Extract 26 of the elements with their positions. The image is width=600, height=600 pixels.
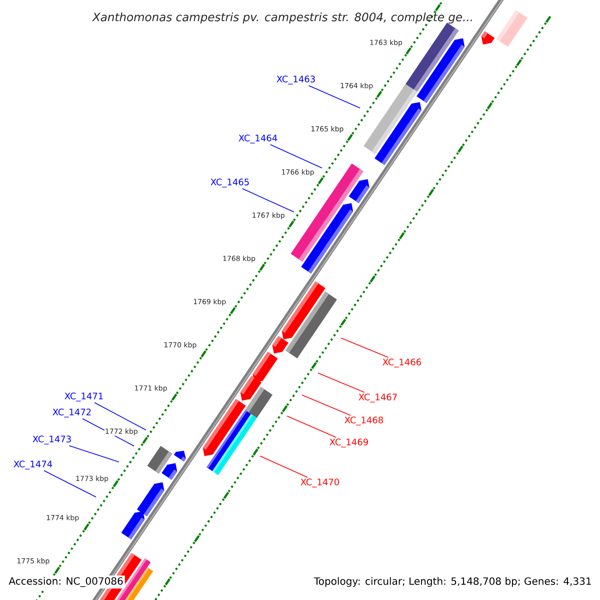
gene-label: XC_1466 xyxy=(382,358,422,368)
genome-info-text: Topology: circular; Length: 5,148,708 bp; Genes: 4,331 xyxy=(314,577,591,587)
leader-line xyxy=(318,372,365,393)
gene-label: XC_1474 xyxy=(14,460,52,470)
accession-text: Accession: NC_007086 xyxy=(7,576,125,588)
leader-line xyxy=(242,188,294,212)
gene-label: XC_1473 xyxy=(32,436,71,444)
leader-line xyxy=(340,338,389,358)
leader-line xyxy=(68,445,120,462)
gene-label: XC_1464 xyxy=(238,134,278,144)
gene-label: XC_1469 xyxy=(330,438,368,448)
leader-line xyxy=(270,144,322,168)
leader-line xyxy=(44,470,96,498)
leader-line xyxy=(260,456,308,478)
leader-line xyxy=(286,416,337,438)
gene-label: XC_1463 xyxy=(276,76,315,84)
gene-label: XC_1472 xyxy=(52,408,91,418)
gene-label: XC_1471 xyxy=(64,392,103,402)
gene-label: XC_1470 xyxy=(300,478,339,488)
gene-label: XC_1467 xyxy=(358,394,397,402)
gene-label: XC_1465 xyxy=(210,178,249,188)
title: Xanthomonas campestris pv. campestris str. 8004, complete ge... xyxy=(92,12,472,24)
leader-line xyxy=(94,402,146,430)
leader-line xyxy=(302,394,352,416)
leader-line xyxy=(308,85,360,108)
gene-label: XC_1468 xyxy=(344,416,383,426)
